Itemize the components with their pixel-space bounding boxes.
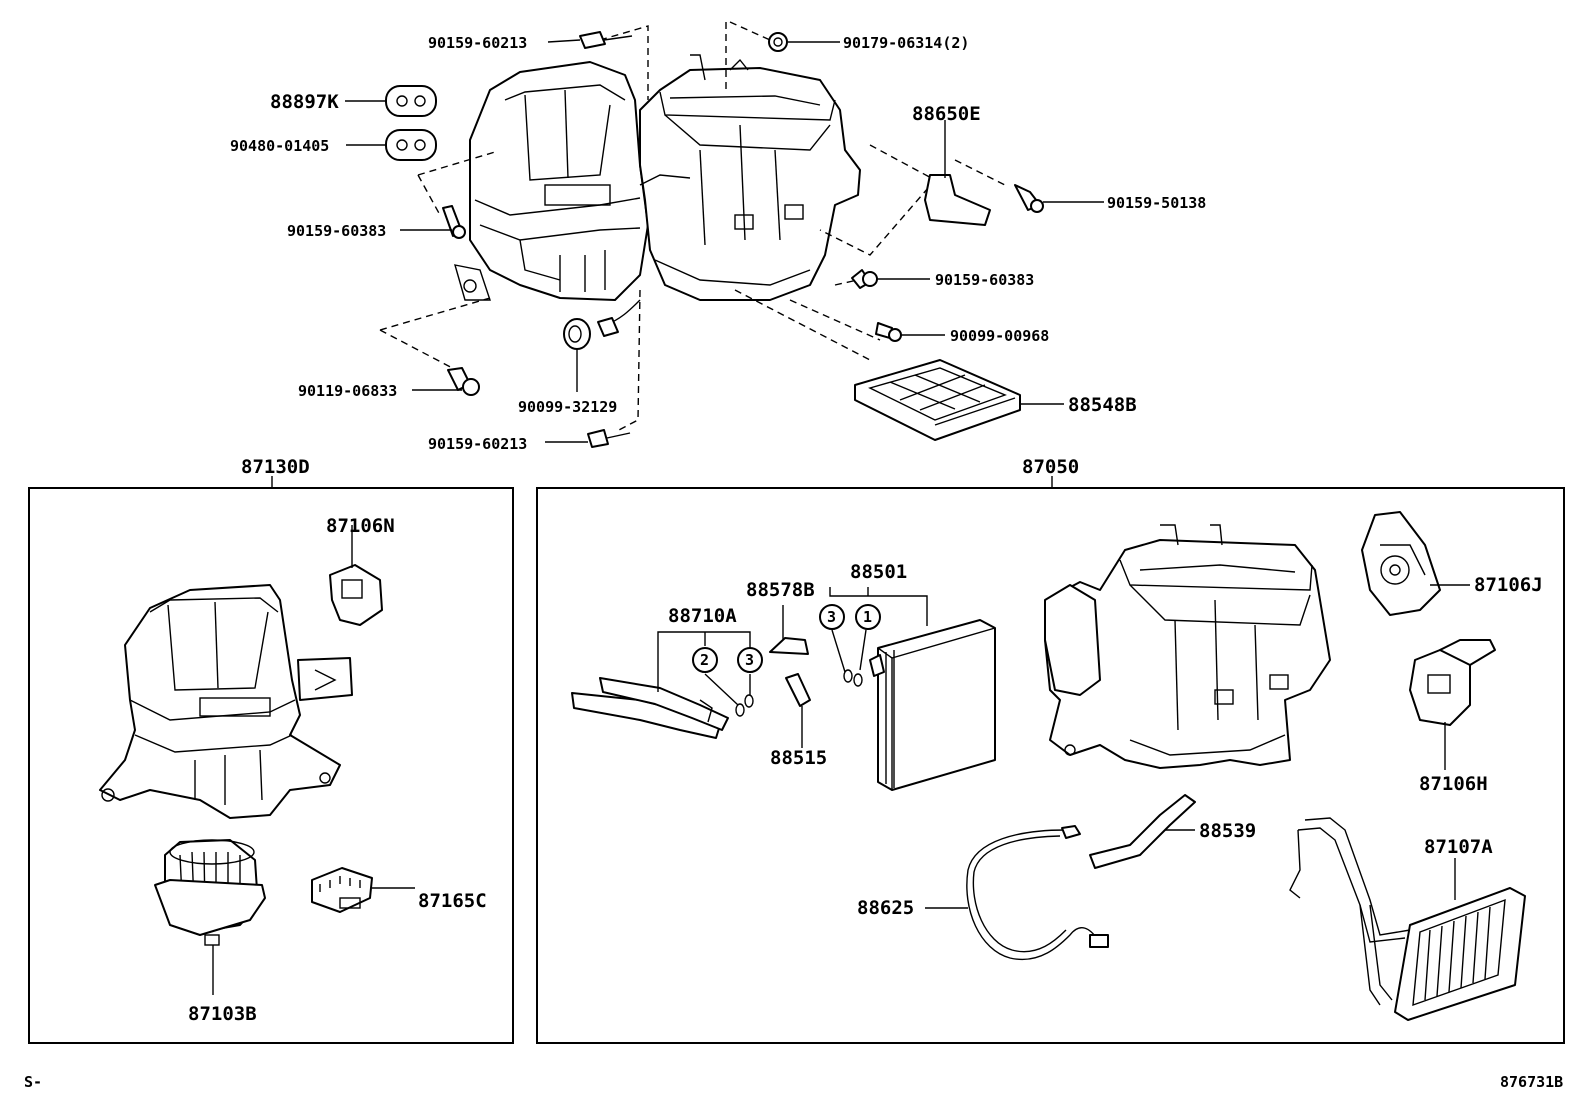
label-90119-06833: 90119-06833 xyxy=(298,382,397,400)
ring-marker-3a xyxy=(819,604,845,630)
ring-label-2: 2 xyxy=(700,651,709,669)
cover-88578b-drawing xyxy=(769,605,809,655)
label-87130d: 87130D xyxy=(241,456,310,478)
label-88710a: 88710A xyxy=(668,605,737,627)
label-90159-60213-top: 90159-60213 xyxy=(428,34,527,52)
figure-id: 876731B xyxy=(1500,1073,1563,1091)
label-87050: 87050 xyxy=(1022,456,1079,478)
label-88539: 88539 xyxy=(1199,820,1256,842)
label-88897k: 88897K xyxy=(270,91,339,113)
label-87107a: 87107A xyxy=(1424,836,1493,858)
ring-label-1: 1 xyxy=(863,608,872,626)
blower-group-frame xyxy=(28,487,514,1044)
ring-label-3b: 3 xyxy=(745,651,754,669)
blower-motor-87103b-drawing xyxy=(154,839,266,995)
servo-87106j-drawing xyxy=(1361,511,1470,616)
thermistor-88515-drawing xyxy=(785,673,811,748)
label-88625: 88625 xyxy=(857,897,914,919)
harness-88625-drawing xyxy=(925,825,1109,961)
label-90179-06314: 90179-06314(2) xyxy=(843,34,969,52)
top-leader-lines xyxy=(345,39,1104,443)
heater-case-drawing xyxy=(597,54,861,337)
label-90099-32129: 90099-32129 xyxy=(518,398,617,416)
label-90159-50138: 90159-50138 xyxy=(1107,194,1206,212)
tube-88710a-drawing xyxy=(571,631,754,739)
label-87165c: 87165C xyxy=(418,890,487,912)
resistor-87165c-drawing xyxy=(311,867,415,913)
servo-87106n-drawing xyxy=(329,525,383,626)
label-87106j: 87106J xyxy=(1474,574,1543,596)
assembly-guide-lines xyxy=(379,21,1006,433)
label-90159-60213-bottom: 90159-60213 xyxy=(428,435,527,453)
label-87106h: 87106H xyxy=(1419,773,1488,795)
label-90099-00968: 90099-00968 xyxy=(950,327,1049,345)
label-90159-60383-right: 90159-60383 xyxy=(935,271,1034,289)
ring-label-3a: 3 xyxy=(827,608,836,626)
drain-hose-88539-drawing xyxy=(1089,794,1196,869)
ring-marker-1 xyxy=(855,604,881,630)
corner-mark: S- xyxy=(24,1073,42,1091)
heater-group xyxy=(536,476,1565,1044)
heater-group-frame xyxy=(536,487,1565,1044)
evaporator-88501-drawing xyxy=(829,587,996,791)
label-87103b: 87103B xyxy=(188,1003,257,1025)
heater-core-87107a-drawing xyxy=(1289,817,1526,1021)
servo-87106h-drawing xyxy=(1409,639,1496,770)
blower-group xyxy=(28,476,514,1044)
label-87106n: 87106N xyxy=(326,515,395,537)
ring-markers xyxy=(692,604,881,673)
label-90159-60383-left: 90159-60383 xyxy=(287,222,386,240)
ring-marker-2 xyxy=(692,647,718,673)
top-assembly xyxy=(345,21,1104,448)
part-labels: 90159-60213 90179-06314(2) 88897K 90480-… xyxy=(24,34,1563,1091)
label-90480-01405: 90480-01405 xyxy=(230,137,329,155)
label-88515: 88515 xyxy=(770,747,827,769)
label-88578b: 88578B xyxy=(746,579,815,601)
label-88548b: 88548B xyxy=(1068,394,1137,416)
blower-unit-drawing xyxy=(99,584,353,819)
blower-housing-drawing xyxy=(454,61,649,301)
label-88501: 88501 xyxy=(850,561,907,583)
heater-unit-drawing xyxy=(1044,524,1331,769)
ring-marker-3b xyxy=(737,647,763,673)
label-88650e: 88650E xyxy=(912,103,981,125)
